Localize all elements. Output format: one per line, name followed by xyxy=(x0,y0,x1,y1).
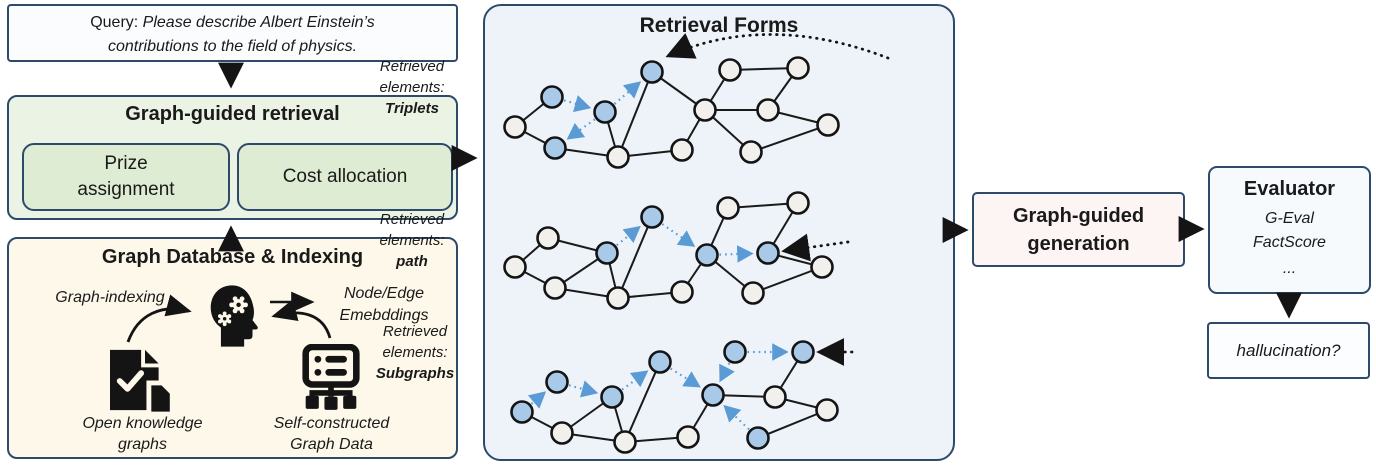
retrieval-forms-title: Retrieval Forms xyxy=(639,14,799,37)
retrieval-title: Graph-guided retrieval xyxy=(125,103,340,125)
label0-emph: Triplets xyxy=(385,100,439,117)
head-gears-icon xyxy=(210,285,258,347)
document-graphs-icon xyxy=(110,349,175,416)
board-data-icon xyxy=(302,344,360,410)
retrieved-elements-subgraphs-label: Retrieved elements: Subgraphs xyxy=(355,321,475,384)
open-kg-line2: graphs xyxy=(118,436,167,453)
evaluator-item-ellipsis: ... xyxy=(1282,260,1297,277)
hallucination-label: hallucination? xyxy=(1236,340,1341,360)
retrieved-elements-path-label: Retrieved elements: path xyxy=(352,209,472,272)
prize-assignment-box: Prize assignment xyxy=(22,143,230,211)
self-line1: Self-constructed xyxy=(273,415,390,432)
label1-emph: path xyxy=(396,253,428,270)
embeddings-line1: Node/Edge xyxy=(343,285,425,302)
self-constructed-data-label: Self-constructed Graph Data xyxy=(244,413,419,455)
cost-allocation-box: Cost allocation xyxy=(237,143,453,211)
node-edge-embeddings-label: Node/Edge Emebddings xyxy=(309,283,459,327)
generation-line2: generation xyxy=(1027,232,1130,255)
query-text-1: Please describe Albert Einstein’s xyxy=(142,14,375,31)
self-line2: Graph Data xyxy=(290,436,373,453)
label2-line1: Retrieved xyxy=(382,323,448,340)
graph-guided-generation-box: Graph-guided generation xyxy=(972,192,1185,267)
generation-line1: Graph-guided xyxy=(1012,204,1145,227)
label2-emph: Subgraphs xyxy=(375,365,455,382)
label1-line1: Retrieved xyxy=(379,211,445,228)
label2-line2: elements: xyxy=(382,344,448,361)
evaluator-item-factscore: FactScore xyxy=(1253,234,1326,251)
hallucination-box: hallucination? xyxy=(1207,322,1370,379)
open-knowledge-graphs-label: Open knowledge graphs xyxy=(55,413,230,455)
query-text-2: contributions to the field of physics. xyxy=(107,38,358,55)
evaluator-title: Evaluator xyxy=(1243,178,1336,200)
label0-line2: elements: xyxy=(379,79,445,96)
label0-line1: Retrieved xyxy=(379,58,445,75)
retrieval-forms-box: Retrieval Forms xyxy=(483,4,955,461)
prize-label-1: Prize xyxy=(104,153,148,174)
cost-label: Cost allocation xyxy=(282,166,408,187)
embeddings-line2: Emebddings xyxy=(339,307,429,324)
open-kg-line1: Open knowledge xyxy=(82,415,203,432)
graph-indexing-label: Graph-indexing xyxy=(55,289,165,306)
evaluator-item-geval: G-Eval xyxy=(1265,210,1314,227)
retrieved-elements-triplets-label: Retrieved elements: Triplets xyxy=(352,56,472,119)
evaluator-box: Evaluator G-Eval FactScore ... xyxy=(1208,166,1371,294)
query-prefix: Query: xyxy=(90,14,139,31)
query-box: Query: Please describe Albert Einstein’s… xyxy=(7,4,458,62)
prize-label-2: assignment xyxy=(77,179,175,200)
query-line1: Query: Please describe Albert Einstein’s xyxy=(9,11,456,35)
label1-line2: elements: xyxy=(379,232,445,249)
database-title: Graph Database & Indexing xyxy=(101,246,364,268)
